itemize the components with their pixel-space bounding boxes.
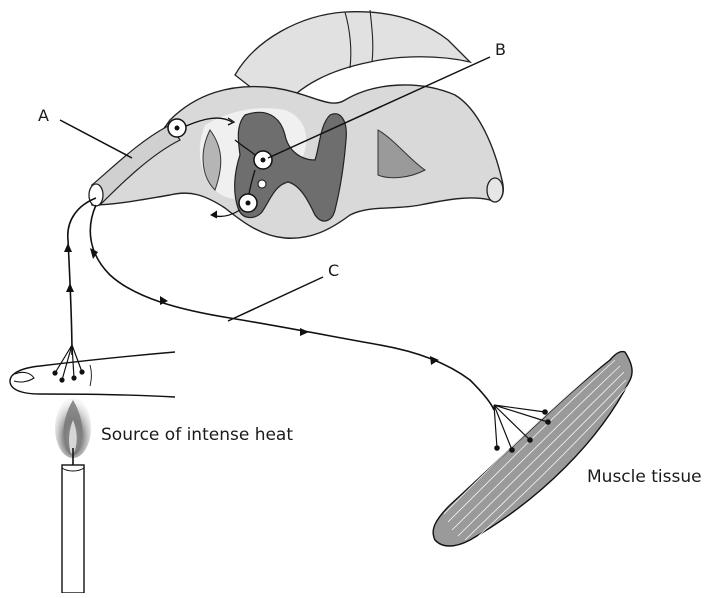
label-b: B [495,40,506,59]
motor-arrow [430,356,439,365]
caption-muscle: Muscle tissue [587,467,702,487]
caption-heat-source: Source of intense heat [101,425,293,445]
candle [55,398,91,593]
sensory-neuron-body [168,119,186,137]
label-c: C [328,261,339,280]
label-a: A [38,106,49,125]
candle-body [62,465,84,593]
motor-arrow [300,328,309,336]
finger [10,345,175,397]
muscle-tissue [433,351,632,546]
motor-neuron-body [239,194,257,212]
muscle-outline [433,351,632,546]
sensory-arrow [64,243,72,252]
central-canal [258,180,266,188]
interneuron-body [254,151,272,169]
ventral-root-opening [487,178,503,202]
dorsal-root-opening [89,184,103,206]
sensory-arrow [66,283,74,292]
leader-c [228,277,323,321]
spinal-cord [89,10,503,238]
leader-a [60,120,132,158]
finger-outline [10,352,175,397]
